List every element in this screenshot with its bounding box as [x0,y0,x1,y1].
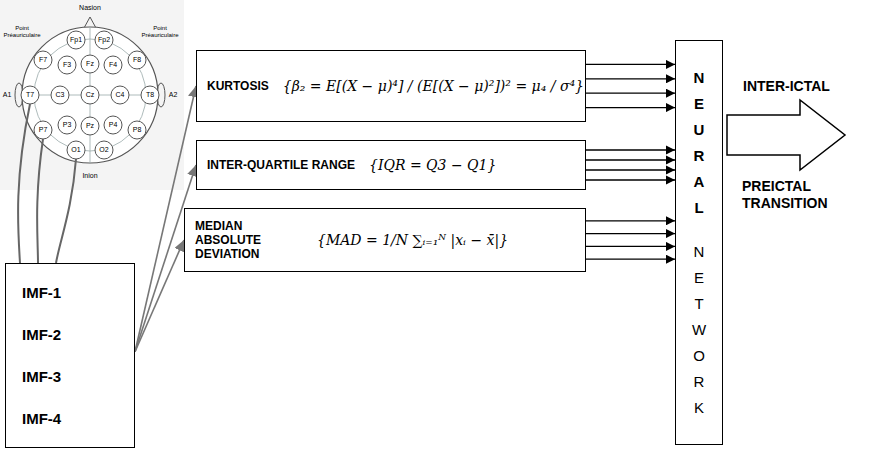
arrow-connector [586,220,675,221]
box-title: MEDIAN ABSOLUTE DEVIATION [195,219,303,261]
box-text: IMF-2 [22,326,134,343]
electrode-label: P8 [128,126,146,134]
arrow-connector [586,107,675,108]
electrode-label: Nasion [75,4,105,12]
arrow-connector [586,259,675,260]
electrode-circle [67,31,85,49]
electrode-wire [56,159,76,263]
electrode-wire [37,139,43,263]
electrode-label: C3 [51,91,69,99]
box-title: KURTOSIS [207,79,269,93]
arrow-connector [586,246,675,247]
electrode-circle [21,86,39,104]
output-arrow [727,100,845,170]
electrode-wire [18,104,30,263]
arrow-connector [135,240,184,352]
electrode-label: P4 [104,121,122,129]
arrow-connector [586,233,675,234]
arrow-connector [586,159,675,160]
arrow-connector [586,93,675,94]
electrode-label: Pz [81,122,99,130]
electrode-label: P3 [58,121,76,129]
box-text: {IQR = Q3 − Q1} [369,157,496,173]
box-text: IMF-4 [22,410,134,427]
class-label: INTER-ICTAL [743,78,863,95]
box-text: IMF-3 [22,368,134,385]
electrode-circle [141,86,159,104]
electrode-label: F4 [104,61,122,69]
electrode-circle [104,116,122,134]
electrode-label: F7 [34,56,52,64]
box-title: IMF-1 [22,284,134,301]
box-text: {MAD = 1/N ∑ᵢ₌₁ᴺ |xᵢ − x̄|} [317,232,508,248]
electrode-circle [34,121,52,139]
feature-box: INTER-QUARTILE RANGE {IQR = Q3 − Q1} [196,140,586,190]
electrode-circle [128,51,146,69]
electrode-circle [58,56,76,74]
electrode-label: Cz [81,91,99,99]
arrow-connector [586,179,675,180]
electrode-label: Point Préauriculaire [2,25,42,39]
electrode-circle [95,141,113,159]
arrow-connector [586,78,675,79]
electrode-label: Fz [81,60,99,68]
electrode-circle [81,117,99,135]
feature-box: KURTOSIS {β₂ = E[(X − μ)⁴] / (E[(X − μ)²]… [196,50,586,122]
imf-box: IMF-1IMF-2IMF-3IMF-4 [5,263,135,448]
electrode-ring [34,39,146,151]
electrode-label: Inion [75,172,105,180]
electrode-label: O1 [67,146,85,154]
electrode-label: Point Préauriculaire [140,25,180,39]
electrode-label: C4 [111,91,129,99]
illustration-ground [0,0,184,190]
box-text: NETWORK [692,239,707,421]
arrow-connector [586,64,675,65]
class-label: PREICTAL TRANSITION [742,178,848,212]
electrode-label: T7 [21,91,39,99]
box-text: {β₂ = E[(X − μ)⁴] / (E[(X − μ)²])² = μ₄ … [283,78,584,94]
electrode-circle [95,31,113,49]
box-title: NEURAL [692,65,707,221]
electrode-label: Fp1 [67,36,85,44]
electrode-circle [128,121,146,139]
electrode-circle [104,56,122,74]
electrode-circle [51,86,69,104]
nose-outline [84,17,96,28]
electrode-label: A1 [1,91,13,99]
arrow-connector [586,149,675,150]
arrow-connector [586,169,675,170]
electrode-label: Fp2 [95,36,113,44]
electrode-label: F3 [58,61,76,69]
electrode-circle [34,51,52,69]
electrode-circle [81,55,99,73]
electrode-label: A2 [167,91,179,99]
electrode-circle [81,86,99,104]
neural-network-box: NEURAL NETWORK [675,40,723,445]
electrode-circle [67,141,85,159]
electrode-label: T8 [141,91,159,99]
electrode-label: O2 [95,146,113,154]
feature-box: MEDIAN ABSOLUTE DEVIATION {MAD = 1/N ∑ᵢ₌₁… [184,208,586,272]
box-title: INTER-QUARTILE RANGE [207,158,355,172]
electrode-label: F8 [128,56,146,64]
electrode-label: P7 [34,126,52,134]
electrode-circle [111,86,129,104]
electrode-circle [58,116,76,134]
